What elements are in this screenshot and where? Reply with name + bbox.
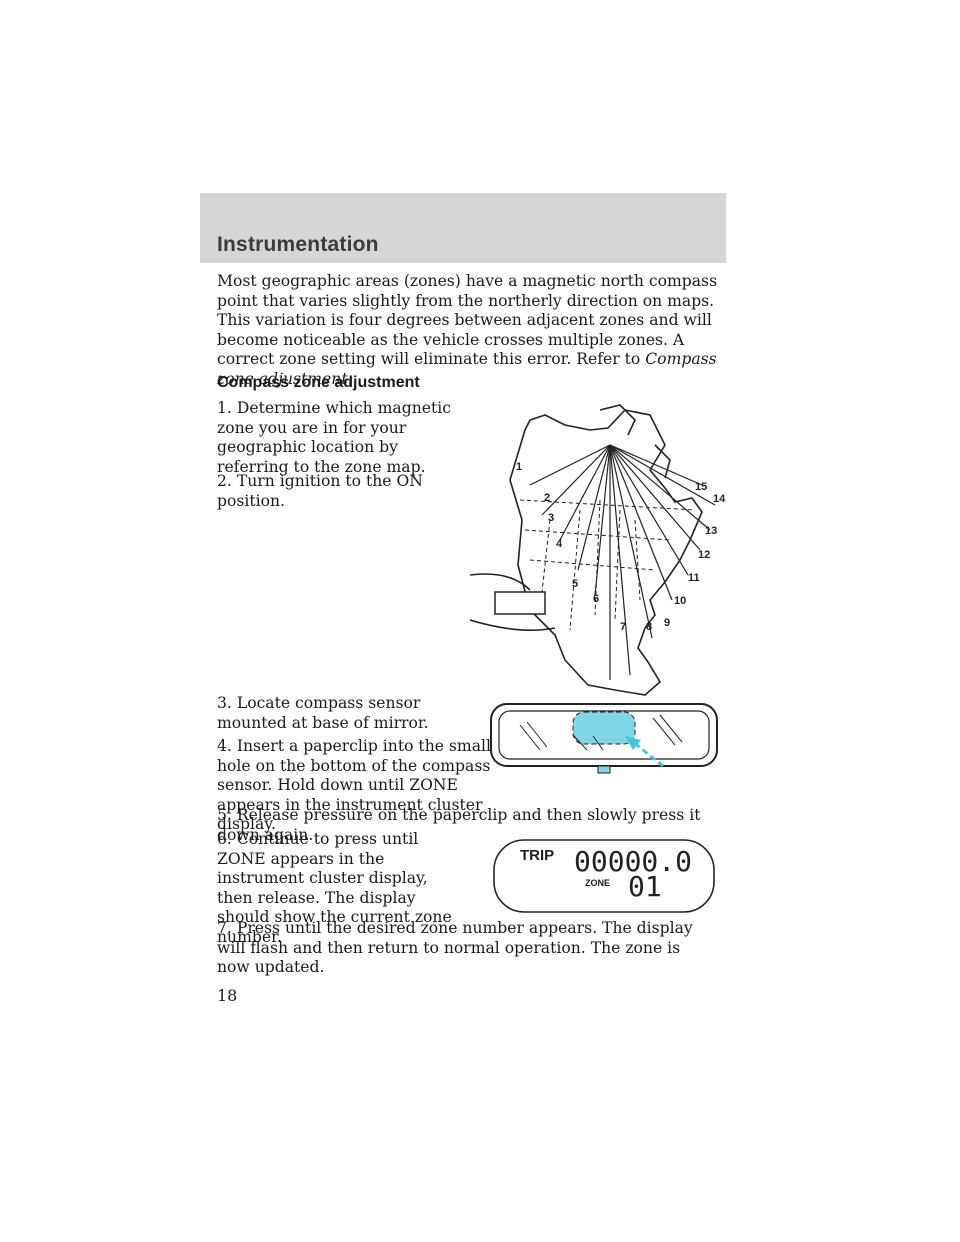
zone-label-10: 10 (674, 595, 686, 607)
zone-label-14: 14 (713, 493, 726, 505)
compass-sensor-button (597, 765, 611, 774)
intro-paragraph: Most geographic areas (zones) have a mag… (217, 272, 727, 389)
zone-lines (529, 444, 716, 680)
state-borders (519, 499, 696, 631)
zone-label-3: 3 (548, 512, 554, 524)
step-4: 4. Insert a paperclip into the small hol… (217, 737, 491, 833)
map-inset-box (494, 591, 546, 615)
zone-label-7: 7 (620, 621, 626, 633)
cluster-outline (493, 839, 715, 913)
page-title: Instrumentation (217, 233, 379, 256)
odometer-readout: 00000.0 (574, 845, 692, 878)
zone-label-5: 5 (572, 578, 578, 590)
step-1: 1. Determine which magnetic zone you are… (217, 399, 451, 476)
zone-readout: 01 (628, 870, 662, 903)
trip-label: TRIP (520, 847, 554, 864)
mirror-glass (498, 710, 710, 760)
zone-map-figure: 1 2 3 4 5 6 7 8 9 10 11 12 13 14 15 (470, 404, 726, 696)
zone-label-6: 6 (593, 593, 599, 605)
zone-label-2: 2 (544, 492, 550, 504)
zone-label-8: 8 (646, 621, 652, 633)
map-outline (470, 404, 703, 696)
step-7: 7. Press until the desired zone number a… (217, 919, 693, 976)
step-5: 5. Release pressure on the paperclip and… (217, 806, 701, 844)
zone-label-12: 12 (698, 549, 710, 561)
zone-label-4: 4 (556, 538, 563, 550)
cluster-display-figure: TRIP 00000.0 ZONE 01 (493, 839, 715, 913)
section-title: Compass zone adjustment (217, 374, 420, 391)
zone-label-9: 9 (664, 617, 670, 629)
intro-text: Most geographic areas (zones) have a mag… (217, 272, 718, 368)
step-3: 3. Locate compass sensor mounted at base… (217, 694, 429, 732)
zone-labels: 1 2 3 4 5 6 7 8 9 10 11 12 13 14 15 (516, 461, 726, 633)
arrow-icon (625, 736, 664, 768)
intro-reference: Compass zone adjustment. (217, 350, 717, 388)
zone-label-15: 15 (695, 481, 707, 493)
header-band: Instrumentation (200, 193, 726, 263)
zone-label-1: 1 (516, 461, 522, 473)
mirror-figure (490, 703, 718, 774)
step-2: 2. Turn ignition to the ON position. (217, 472, 423, 510)
zone-label-11: 11 (688, 572, 700, 584)
zone-label: ZONE (585, 878, 610, 888)
mirror-glare-lines (519, 714, 683, 751)
zone-label-13: 13 (705, 525, 717, 537)
page-number: 18 (217, 986, 238, 1005)
step-6: 6. Continue to press until ZONE appears … (217, 830, 452, 946)
compass-sensor-highlight (572, 711, 636, 745)
